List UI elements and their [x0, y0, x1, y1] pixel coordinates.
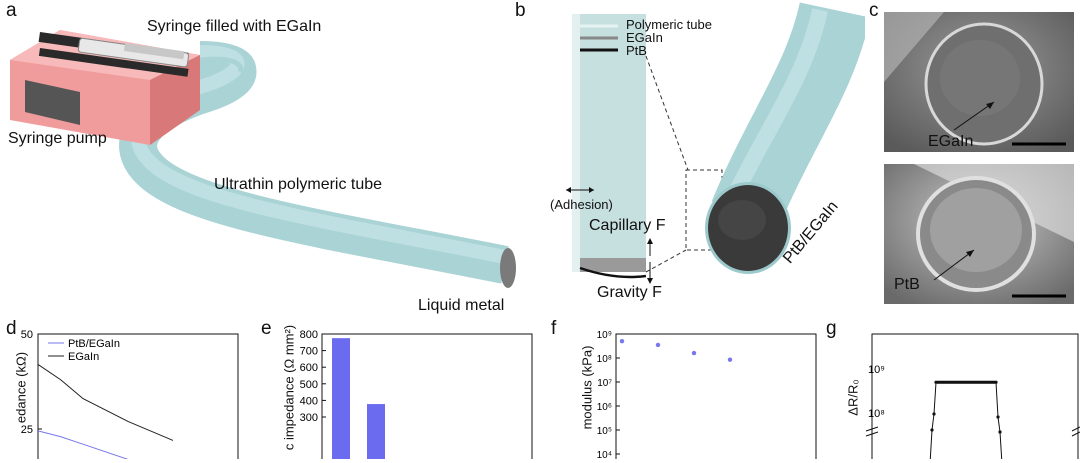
panel-label-c: c [869, 0, 879, 21]
chart-e-ytick: 700 [300, 346, 318, 358]
chart-e-ytick: 400 [300, 395, 318, 407]
chart-f-ytick: 10⁸ [597, 354, 612, 365]
chart-g-ytick-1e8: 10⁸ [868, 408, 885, 420]
chart-g-point [998, 430, 1002, 434]
chart-e: 800 700 600 500 400 300 [300, 329, 533, 459]
fiber-cross-section [708, 185, 788, 271]
capillary-label: Capillary F [589, 217, 666, 234]
panel-g-ylabel: ΔR/R₀ [845, 379, 861, 416]
pump-label: Syringe pump [8, 130, 107, 147]
chart-e-frame [321, 333, 533, 459]
panel-c-sem [884, 12, 1074, 304]
panel-label-e: e [261, 318, 272, 339]
axis-break [865, 426, 879, 432]
chart-f-ytick: 10⁵ [597, 426, 612, 437]
gravity-label: Gravity F [597, 284, 662, 301]
sem-label-ptb: PtB [894, 276, 920, 293]
panel-label-a: a [6, 0, 17, 21]
metal-label: Liquid metal [418, 297, 505, 314]
tube-cutaway [572, 14, 646, 272]
chart-f-ytick: 10⁹ [597, 330, 612, 341]
chart-g-series [929, 381, 1003, 459]
chart-g-frame [871, 333, 1079, 459]
chart-g-point [996, 415, 1000, 419]
chart-g-point [932, 412, 936, 416]
panel-label-f: f [551, 318, 557, 339]
chart-g-point [930, 428, 934, 432]
chart-f-point [619, 339, 625, 344]
chart-g-point [994, 380, 998, 384]
chart-e-ytick: 600 [300, 362, 318, 374]
panel-label-b: b [515, 0, 526, 21]
panel-b-schematic [566, 1, 865, 284]
adhesion-label: (Adhesion) [550, 197, 613, 212]
tube-label: Ultrathin polymeric tube [214, 176, 383, 193]
liquid-metal-end [500, 248, 516, 288]
chart-f-frame [615, 333, 817, 459]
chart-d-legend-1: PtB/EGaIn [68, 338, 120, 350]
chart-d-series-ptb-egain [37, 430, 129, 459]
chart-g-ytick-1e9: 10⁹ [868, 364, 885, 376]
chart-d-ytick-50: 50 [21, 329, 33, 341]
panel-label-g: g [826, 318, 837, 339]
chart-f: 10⁹ 10⁸ 10⁷ 10⁶ 10⁵ 10⁴ [597, 330, 817, 459]
chart-d-ytick-25: 25 [21, 424, 33, 436]
chart-g: 10⁹ 10⁸ [865, 333, 1080, 459]
chart-f-ytick: 10⁶ [597, 402, 612, 413]
chart-e-ytick: 300 [300, 412, 318, 424]
legend-ptb: PtB [626, 43, 647, 58]
chart-f-point [655, 342, 661, 348]
chart-d: 50 25 PtB/EGaIn EGaIn [21, 329, 239, 459]
chart-e-ytick: 500 [300, 379, 318, 391]
chart-e-bar-1 [332, 338, 350, 459]
chart-e-bar-2 [367, 404, 385, 459]
panel-label-d: d [6, 318, 17, 339]
chart-f-ytick: 10⁴ [597, 450, 612, 459]
chart-d-frame [37, 333, 239, 459]
chart-d-legend-2: EGaIn [68, 351, 99, 363]
chart-f-ytick: 10⁷ [597, 378, 612, 389]
syringe-label: Syringe filled with EGaIn [147, 18, 322, 35]
panel-a-illustration [10, 30, 516, 288]
chart-e-ytick: 800 [300, 329, 318, 341]
chart-f-point [727, 357, 733, 362]
chart-f-point [691, 350, 697, 356]
chart-d-series-egain [37, 363, 174, 441]
pump-display [25, 80, 80, 125]
legend-egain: EGaIn [626, 30, 663, 45]
sem-label-egain: EGaIn [928, 133, 974, 150]
legend-polymeric-tube: Polymeric tube [626, 17, 712, 32]
